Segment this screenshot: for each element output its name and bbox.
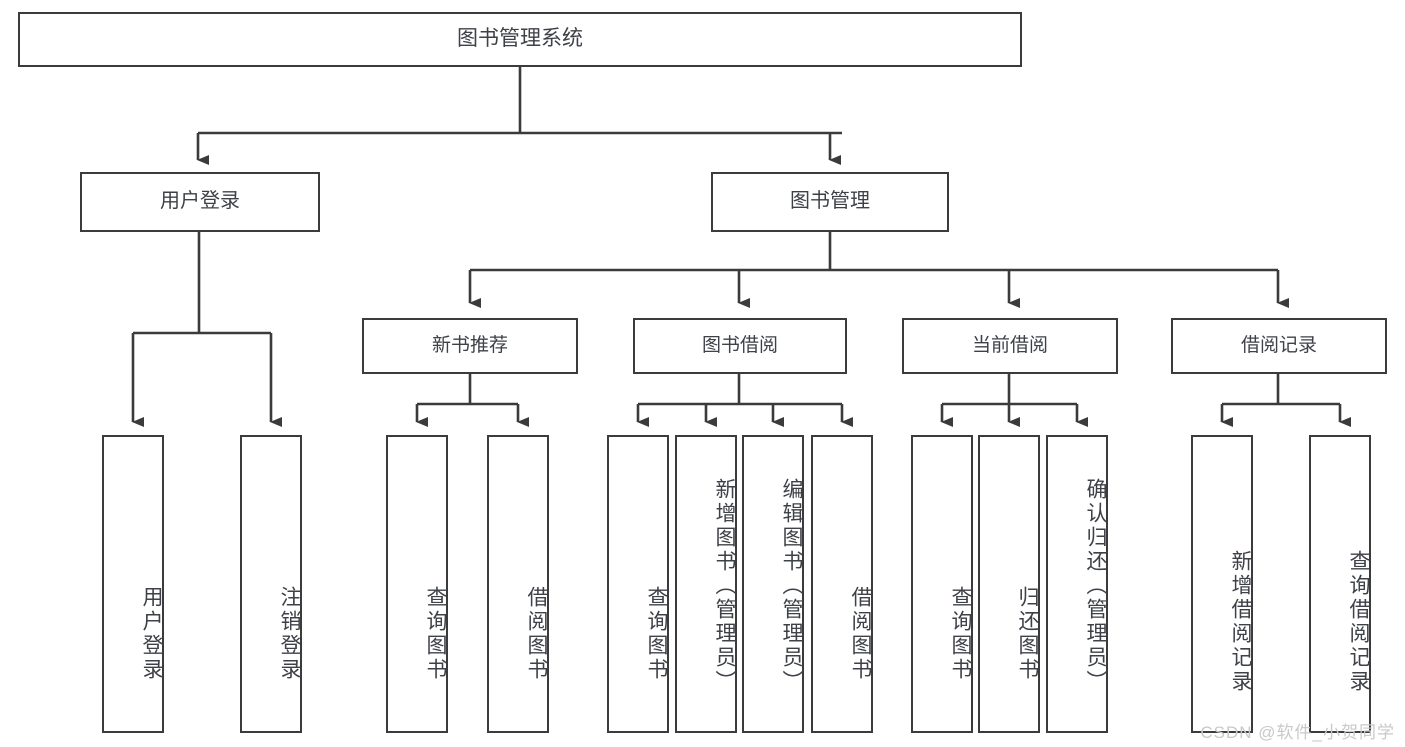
leaf-label: 查询图书 <box>645 585 668 682</box>
node-book-borrow[interactable]: 图书借阅 <box>633 318 847 374</box>
leaf-borrow-add-book-admin[interactable]: 新增图书（管理员） <box>675 435 737 733</box>
leaf-newbook-query-book[interactable]: 查询图书 <box>386 435 448 733</box>
leaf-user-login[interactable]: 用户登录 <box>102 435 164 733</box>
leaf-current-query-book[interactable]: 查询图书 <box>911 435 973 733</box>
leaf-label: 用户登录 <box>140 585 163 682</box>
leaf-label: 查询借阅记录 <box>1347 549 1370 694</box>
leaf-label: 借阅图书 <box>525 585 548 682</box>
node-book-management[interactable]: 图书管理 <box>711 172 949 232</box>
leaf-current-confirm-return-admin[interactable]: 确认归还（管理员） <box>1046 435 1108 733</box>
leaf-current-return-book[interactable]: 归还图书 <box>978 435 1040 733</box>
node-borrow-record[interactable]: 借阅记录 <box>1171 318 1387 374</box>
leaf-borrow-borrow-book[interactable]: 借阅图书 <box>811 435 873 733</box>
leaf-label: 确认归还（管理员） <box>1084 478 1107 694</box>
leaf-label: 查询图书 <box>949 585 972 682</box>
node-current-borrow[interactable]: 当前借阅 <box>902 318 1118 374</box>
leaf-label: 注销登录 <box>278 585 301 682</box>
leaf-label: 新增图书（管理员） <box>713 478 736 694</box>
leaf-newbook-borrow-book[interactable]: 借阅图书 <box>487 435 549 733</box>
leaf-record-add-record[interactable]: 新增借阅记录 <box>1191 435 1253 733</box>
csdn-watermark: CSDN @软件_小贺同学 <box>1200 723 1395 742</box>
leaf-user-logout[interactable]: 注销登录 <box>240 435 302 733</box>
leaf-record-query-record[interactable]: 查询借阅记录 <box>1309 435 1371 733</box>
node-user-login[interactable]: 用户登录 <box>80 172 320 232</box>
leaf-borrow-edit-book-admin[interactable]: 编辑图书（管理员） <box>742 435 804 733</box>
leaf-label: 编辑图书（管理员） <box>780 478 803 694</box>
node-new-book-recommend[interactable]: 新书推荐 <box>362 318 578 374</box>
leaf-label: 查询图书 <box>424 585 447 682</box>
leaf-label: 归还图书 <box>1016 585 1039 682</box>
leaf-label: 新增借阅记录 <box>1229 549 1252 694</box>
node-root[interactable]: 图书管理系统 <box>18 12 1022 67</box>
leaf-borrow-query-book[interactable]: 查询图书 <box>607 435 669 733</box>
leaf-label: 借阅图书 <box>849 585 872 682</box>
